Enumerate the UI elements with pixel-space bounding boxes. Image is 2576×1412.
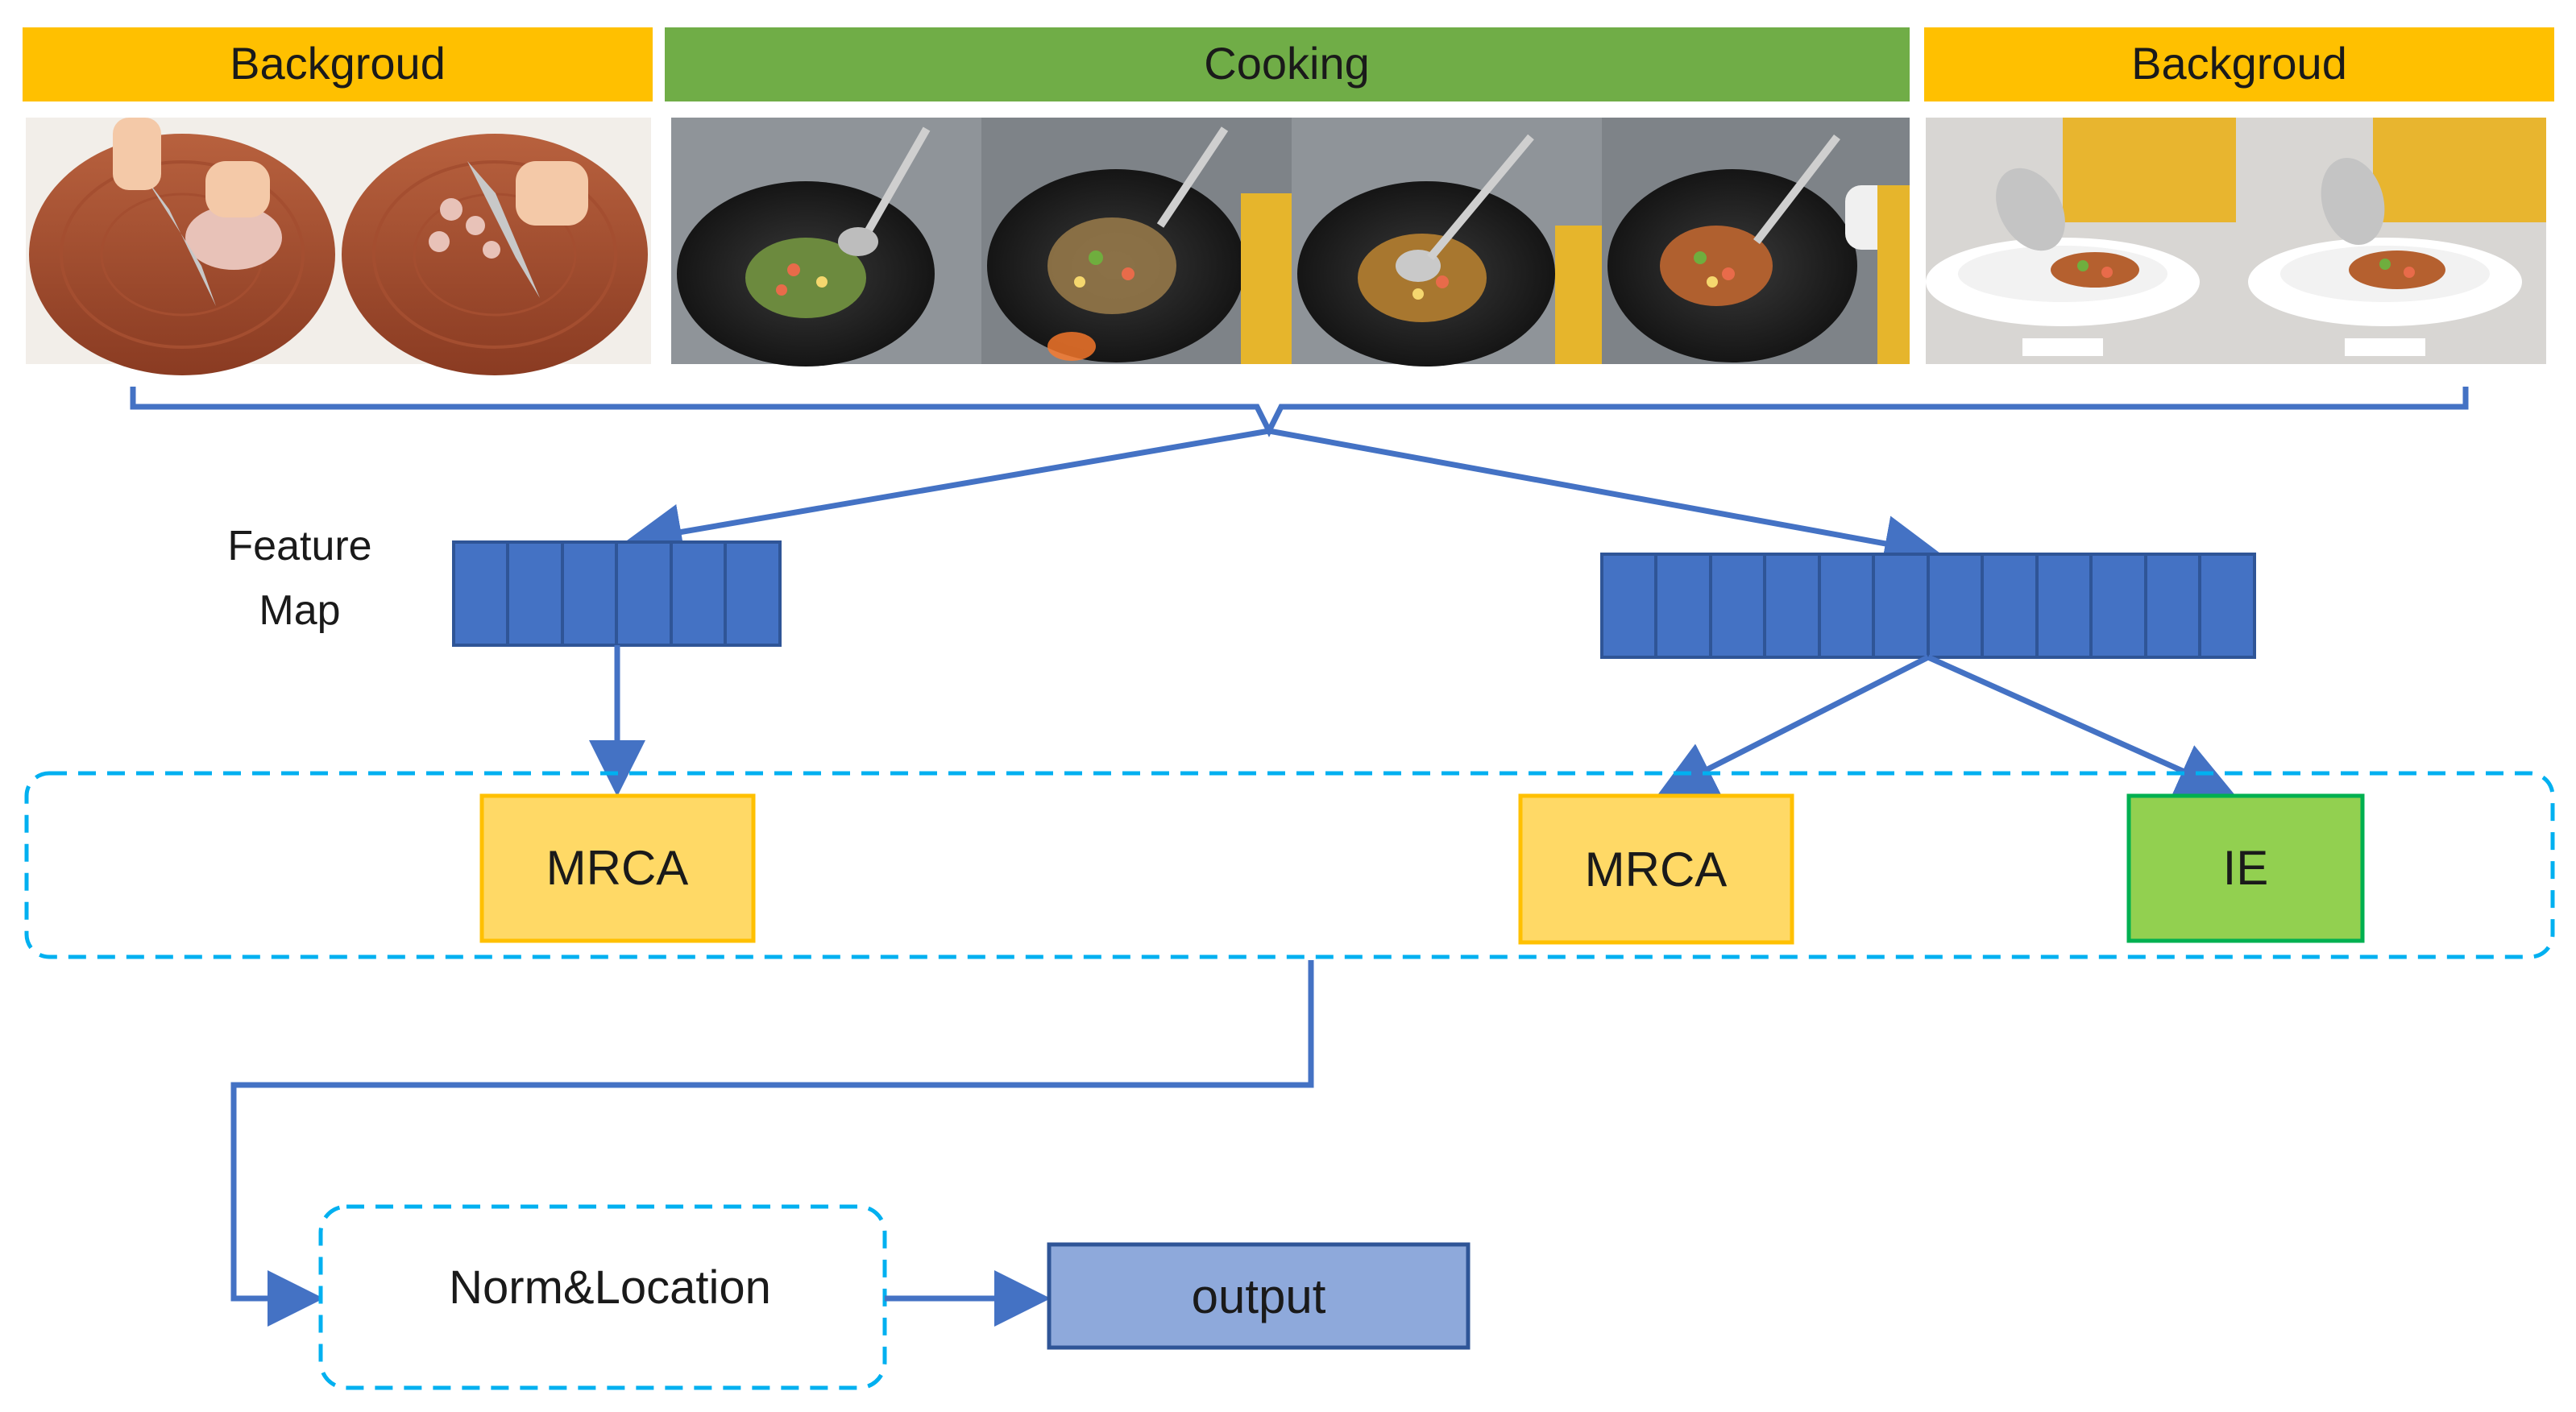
feature-map-label-line1: Feature <box>227 523 371 569</box>
modules-dashed-container <box>24 771 2555 959</box>
arrow-modules-to-norm-location <box>230 960 1314 1327</box>
video-frame-cutting-2 <box>338 118 651 375</box>
mrca-right-label: MRCA <box>1585 843 1728 896</box>
mrca-module-left: MRCA <box>479 793 756 943</box>
video-frame-wok-1 <box>671 118 981 366</box>
segment-label-left: Backgroud <box>230 38 446 89</box>
video-frame-wok-2 <box>981 118 1292 364</box>
arrow-right-feature-to-ie <box>1927 654 2234 797</box>
video-frame-wok-4 <box>1602 118 1910 364</box>
arrow-brace-to-left-feature-map <box>625 428 1270 561</box>
arrow-right-feature-to-mrca <box>1657 654 1930 795</box>
frames-right-background <box>1926 118 2546 364</box>
video-frame-plating-1 <box>1926 118 2236 364</box>
ie-label: IE <box>2223 841 2269 895</box>
norm-location-label: Norm&Location <box>449 1261 771 1314</box>
video-frame-plating-2 <box>2236 118 2546 364</box>
segment-bar-left: Backgroud <box>23 27 653 101</box>
mrca-module-right: MRCA <box>1518 793 1794 945</box>
frames-left-background <box>26 118 651 375</box>
output-module: output <box>1047 1242 1471 1350</box>
segment-bar-middle: Cooking <box>665 27 1910 101</box>
segment-label-right: Backgroud <box>2131 38 2347 89</box>
feature-map-right <box>1600 553 2256 659</box>
video-frame-wok-3 <box>1292 118 1602 366</box>
segment-bar-right: Backgroud <box>1924 27 2554 101</box>
video-frame-cutting-1 <box>26 118 338 375</box>
frames-brace <box>130 387 2469 437</box>
feature-map-label-line2: Map <box>259 587 340 634</box>
mrca-left-label: MRCA <box>546 841 689 895</box>
segment-label-middle: Cooking <box>1204 38 1369 89</box>
output-label: output <box>1192 1269 1326 1323</box>
ie-module: IE <box>2126 793 2365 943</box>
norm-location-module: Norm&Location <box>318 1204 887 1390</box>
arrow-brace-to-right-feature-map <box>1268 428 1941 572</box>
frames-middle-cooking <box>671 118 1910 366</box>
feature-map-left <box>452 540 782 647</box>
